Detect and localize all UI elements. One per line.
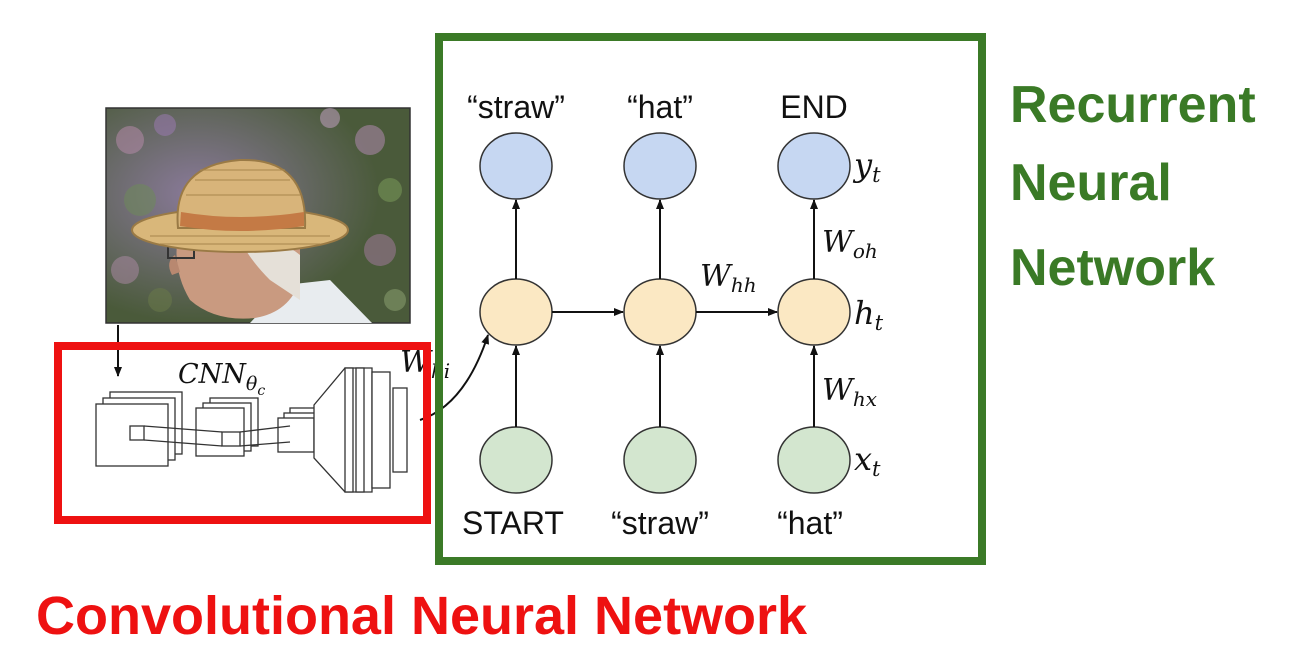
input-node-1 (479, 426, 553, 494)
rnn-title-line-1: Recurrent (1010, 76, 1256, 134)
rnn-title-line-3: Network (1010, 239, 1215, 297)
input-node-3 (777, 426, 851, 494)
woh-label: Woh (822, 225, 878, 263)
hidden-node-3 (777, 278, 851, 346)
input-label-1: START (462, 505, 564, 541)
photo-man-straw-hat (105, 107, 411, 324)
output-node-2 (623, 132, 697, 200)
output-label-2: “hat” (627, 89, 693, 125)
cnn-title: Convolutional Neural Network (36, 586, 808, 646)
hidden-node-1 (479, 278, 553, 346)
input-node-2 (623, 426, 697, 494)
cnn-theta-label: CNNθc (178, 359, 265, 399)
output-node-1 (479, 132, 553, 200)
input-label-3: “hat” (777, 505, 843, 541)
cnn-illustration (95, 367, 408, 493)
output-label-3: END (780, 89, 848, 125)
whh-label: Whh (700, 259, 757, 297)
hidden-node-2 (623, 278, 697, 346)
output-node-3 (777, 132, 851, 200)
yt-label: yt (852, 146, 881, 187)
output-label-1: “straw” (467, 89, 565, 125)
whx-label: Whx (822, 373, 877, 411)
cnn-box (54, 342, 431, 524)
ht-label: ht (854, 294, 884, 335)
rnn-box (435, 33, 986, 565)
xt-label: xt (854, 440, 881, 481)
input-label-2: “straw” (611, 505, 709, 541)
rnn-title-line-2: Neural (1010, 154, 1172, 212)
